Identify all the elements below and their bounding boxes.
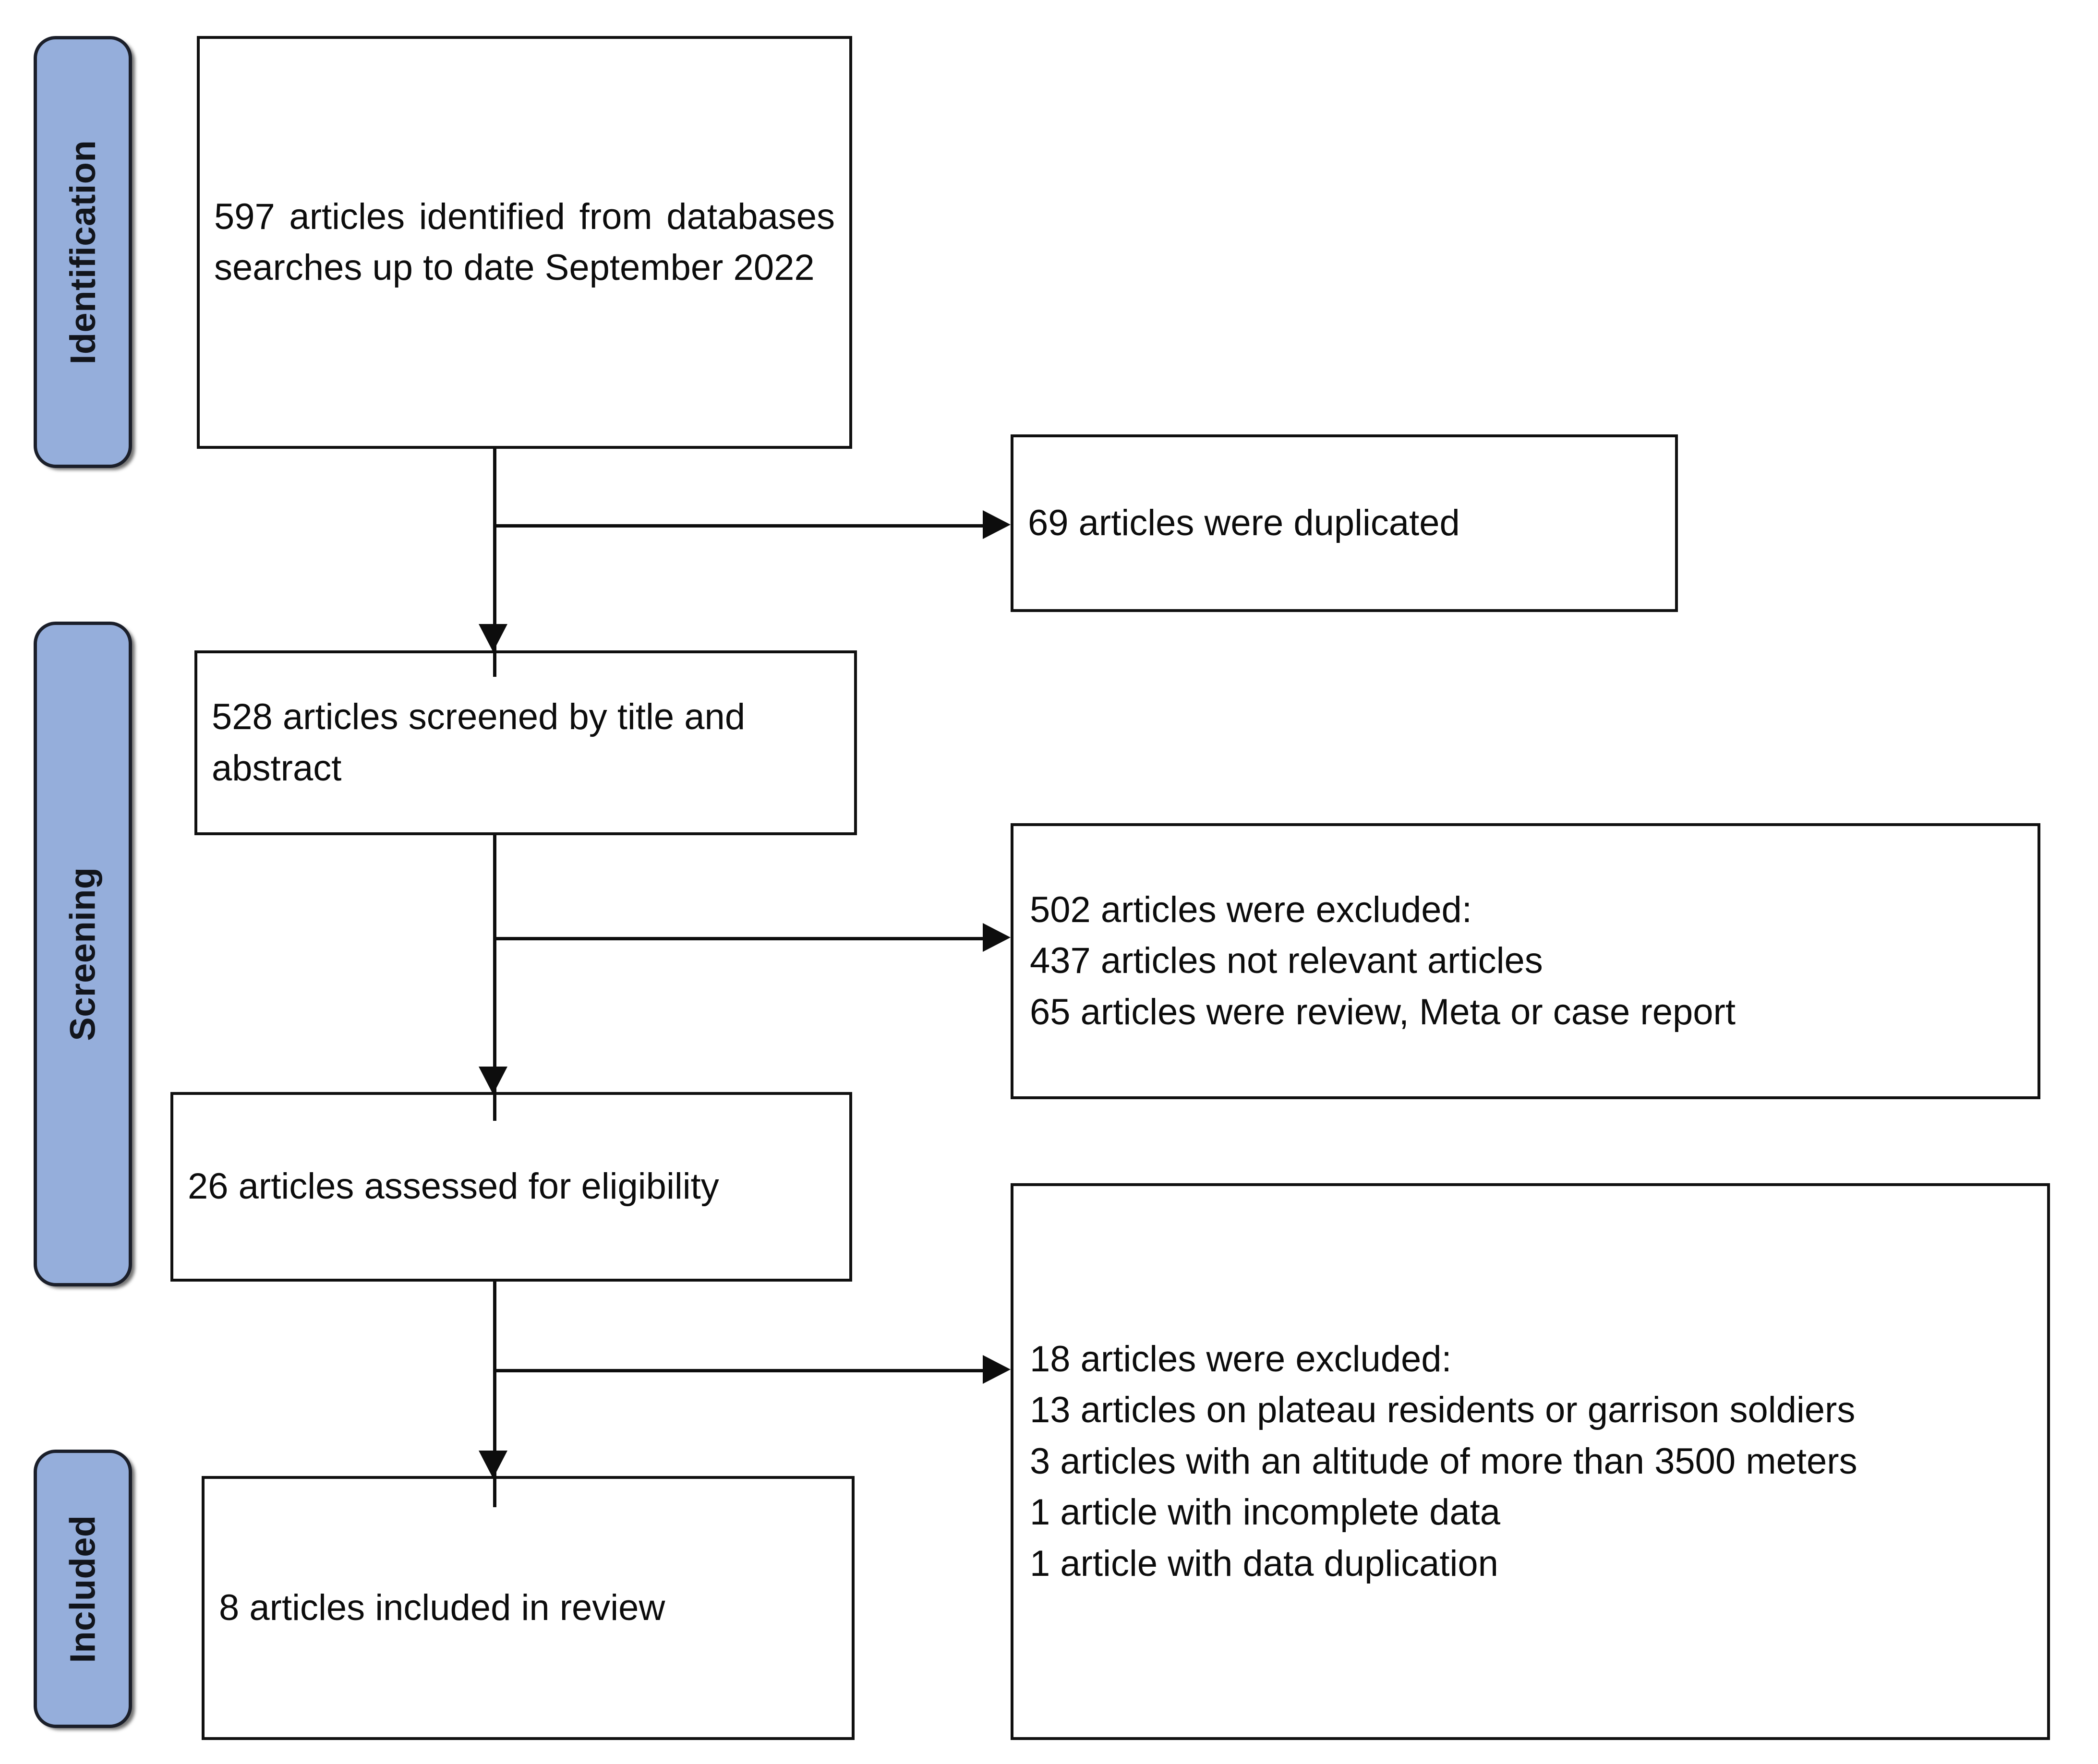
stage-label-identification: Identification <box>34 36 132 468</box>
stage-label-identification-text: Identification <box>63 140 103 364</box>
excluded-screening-line-3: 65 articles were review, Meta or case re… <box>1030 991 1736 1032</box>
connector-eligibility-to-excluded <box>493 1369 990 1372</box>
excluded-eligibility-line-4: 1 article with incomplete data <box>1030 1492 1501 1533</box>
box-reports-excluded-eligibility: 18 articles were excluded: 13 articles o… <box>1011 1183 2050 1740</box>
arrowhead-eligibility-to-included <box>479 1451 507 1478</box>
excluded-eligibility-line-5: 1 article with data duplication <box>1030 1543 1498 1584</box>
box-records-identified-text: 597 articles identified from databases s… <box>214 196 835 288</box>
box-reports-assessed-eligibility-text: 26 articles assessed for eligibility <box>188 1166 719 1207</box>
connector-screened-to-eligibility <box>493 835 496 1121</box>
stage-label-included: Included <box>34 1450 132 1728</box>
box-duplicates-removed: 69 articles were duplicated <box>1011 434 1678 612</box>
excluded-eligibility-line-3: 3 articles with an altitude of more than… <box>1030 1440 1857 1482</box>
box-reports-assessed-eligibility: 26 articles assessed for eligibility <box>170 1092 852 1282</box>
box-studies-included: 8 articles included in review <box>202 1476 855 1740</box>
box-studies-included-text: 8 articles included in review <box>219 1587 665 1628</box>
arrowhead-identified-to-duplicates <box>983 510 1011 539</box>
box-records-excluded-screening: 502 articles were excluded: 437 articles… <box>1011 823 2040 1099</box>
connector-identified-to-duplicates <box>493 524 990 528</box>
box-records-screened: 528 articles screened by title and abstr… <box>194 650 857 835</box>
box-reports-excluded-eligibility-text: 18 articles were excluded: 13 articles o… <box>1013 1334 2047 1589</box>
box-records-screened-text: 528 articles screened by title and abstr… <box>212 696 746 789</box>
connector-identified-to-screened <box>493 449 496 677</box>
arrowhead-eligibility-to-excluded <box>983 1355 1011 1384</box>
stage-label-screening: Screening <box>34 622 132 1286</box>
box-records-identified: 597 articles identified from databases s… <box>197 36 852 449</box>
stage-label-included-text: Included <box>63 1514 103 1663</box>
connector-eligibility-to-included <box>493 1282 496 1507</box>
arrowhead-screened-to-eligibility <box>479 1067 507 1094</box>
excluded-eligibility-line-1: 18 articles were excluded: <box>1030 1339 1452 1380</box>
arrowhead-identified-to-screened <box>479 624 507 652</box>
box-records-excluded-screening-text: 502 articles were excluded: 437 articles… <box>1013 885 2038 1038</box>
excluded-eligibility-line-2: 13 articles on plateau residents or garr… <box>1030 1390 1856 1431</box>
excluded-screening-line-2: 437 articles not relevant articles <box>1030 940 1543 982</box>
excluded-screening-line-1: 502 articles were excluded: <box>1030 889 1472 930</box>
stage-label-screening-text: Screening <box>63 867 103 1041</box>
connector-screened-to-excluded <box>493 937 990 940</box>
box-duplicates-removed-text: 69 articles were duplicated <box>1028 502 1460 543</box>
arrowhead-screened-to-excluded <box>983 923 1011 952</box>
